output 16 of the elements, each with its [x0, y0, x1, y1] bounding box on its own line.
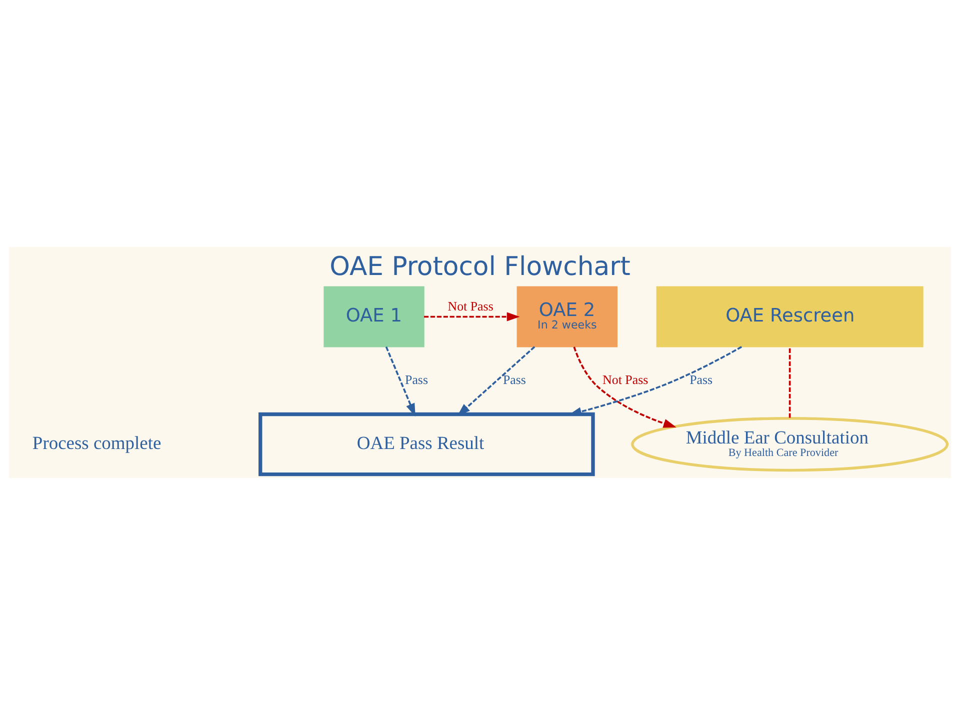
- edge-label: Pass: [690, 372, 713, 387]
- node-ellipse: Middle Ear Consultation By Health Care Provider: [631, 416, 949, 472]
- arrow: [573, 346, 676, 428]
- arrow: [424, 312, 520, 322]
- label: Process complete: [32, 432, 162, 453]
- node-box: OAE 2 In 2 weeks: [516, 286, 618, 348]
- edge-label: Pass: [405, 372, 428, 387]
- node-box: OAE Rescreen: [656, 286, 924, 348]
- edge-label: Not Pass: [602, 372, 648, 387]
- connector: [788, 346, 791, 418]
- arrow: [385, 346, 416, 417]
- node-box: OAE Pass Result: [258, 412, 595, 476]
- edge-label: Not Pass: [448, 298, 494, 314]
- edge-label: Pass: [502, 372, 526, 387]
- node-box: OAE 1: [324, 286, 424, 348]
- diagram-title: OAE Protocol Flowchart: [330, 252, 630, 282]
